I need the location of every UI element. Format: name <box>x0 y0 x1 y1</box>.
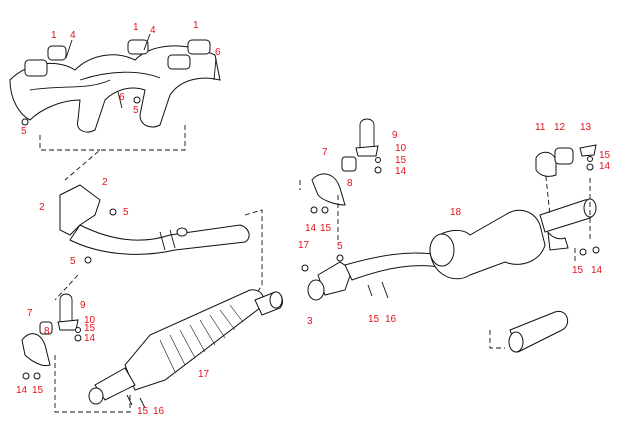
callout: 4 <box>150 25 156 36</box>
callout: 1 <box>193 20 199 31</box>
callout: 15 <box>320 223 332 234</box>
callout: 14 <box>395 166 407 177</box>
main-muffler[interactable] <box>429 198 597 280</box>
callout: 13 <box>580 122 592 133</box>
callout: 8 <box>347 178 353 189</box>
callout: 16 <box>385 314 397 325</box>
callout: 14 <box>16 385 28 396</box>
gasket <box>24 59 48 77</box>
callout: 10 <box>395 143 407 154</box>
hanger-bracket-right[interactable] <box>535 144 600 256</box>
callout: 17 <box>298 240 310 251</box>
callout: 4 <box>70 30 76 41</box>
front-pipe[interactable] <box>59 184 250 264</box>
gasket <box>127 39 149 55</box>
callout: 1 <box>51 30 57 41</box>
callout: 14 <box>599 161 611 172</box>
callout: 14 <box>84 333 96 344</box>
callout: 14 <box>591 265 603 276</box>
callout: 5 <box>70 256 76 267</box>
callout: 6 <box>215 47 221 58</box>
callout: 16 <box>153 406 165 417</box>
callout: 15 <box>84 323 96 334</box>
callout: 7 <box>322 147 328 158</box>
callout: 12 <box>554 122 566 133</box>
exhaust-manifold-assembly[interactable] <box>9 33 221 133</box>
gasket <box>187 39 211 55</box>
callout: 5 <box>123 207 129 218</box>
callout: 9 <box>392 130 398 141</box>
callout: 17 <box>198 369 210 380</box>
callout: 5 <box>21 126 27 137</box>
callout: 8 <box>44 326 50 337</box>
callout: 15 <box>137 406 149 417</box>
callout: 14 <box>305 223 317 234</box>
callout: 15 <box>395 155 407 166</box>
callout: 6 <box>119 92 125 103</box>
intermediate-pipe[interactable] <box>301 252 446 301</box>
callout: 18 <box>450 207 462 218</box>
callout: 3 <box>307 316 313 327</box>
callout: 10 <box>84 315 96 326</box>
callout: 15 <box>368 314 380 325</box>
callout: 2 <box>102 177 108 188</box>
callout: 5 <box>133 105 139 116</box>
hanger-bracket-left[interactable] <box>21 293 146 409</box>
callout: 15 <box>599 150 611 161</box>
callout: 11 <box>535 122 546 133</box>
callout: 2 <box>39 202 45 213</box>
callout: 1 <box>133 22 139 33</box>
hanger-bracket-middle[interactable] <box>310 118 382 214</box>
callout: 9 <box>80 300 86 311</box>
callout: 5 <box>337 241 343 252</box>
callout: 15 <box>572 265 584 276</box>
gasket <box>47 45 67 61</box>
callout: 7 <box>27 308 33 319</box>
callout: 15 <box>32 385 44 396</box>
tail-pipe[interactable] <box>508 310 569 353</box>
catalytic-converter[interactable] <box>88 289 283 405</box>
callout-labels: 1 4 1 4 1 6 6 5 5 2 2 5 5 7 9 8 10 15 14… <box>16 20 611 417</box>
